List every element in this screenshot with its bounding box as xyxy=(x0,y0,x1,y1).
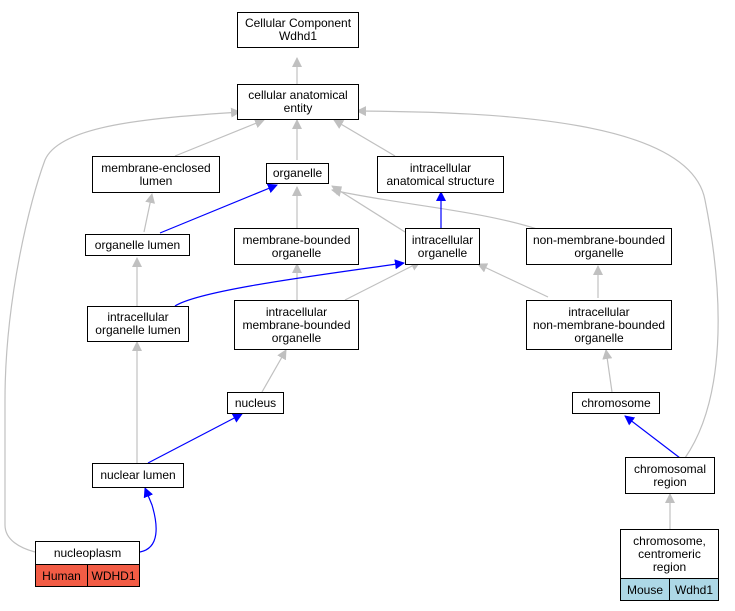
edge-nmbo-to-org xyxy=(331,187,541,231)
node-organelle[interactable]: organelle xyxy=(266,163,329,184)
edge-nucleoplasm-part-of-nl xyxy=(139,487,157,553)
node-organelle-lumen[interactable]: organelle lumen xyxy=(85,234,190,256)
title-line2: Wdhd1 xyxy=(278,29,318,43)
edge-chromosome-to-inmbo xyxy=(602,349,613,393)
edge-inmbo-to-io xyxy=(477,263,549,298)
centromeric-annotation: Mouse Wdhd1 xyxy=(620,578,719,601)
title-line1: Cellular Component xyxy=(244,16,352,30)
node-nuclear-lumen[interactable]: nuclear lumen xyxy=(92,463,184,488)
node-membrane-bounded-organelle[interactable]: membrane-bounded organelle xyxy=(234,228,359,265)
edge-imbo-to-io xyxy=(344,261,421,301)
node-non-membrane-bounded-organelle[interactable]: non-membrane-bounded organelle xyxy=(526,228,672,265)
node-cellular-anatomical-entity[interactable]: cellular anatomical entity xyxy=(237,84,359,120)
node-intracellular-non-membrane-bounded-organelle[interactable]: intracellular non-membrane-bounded organ… xyxy=(526,300,672,350)
node-chromosome-centromeric-region[interactable]: chromosome, centromeric region xyxy=(620,529,719,579)
edge-ol-to-mel xyxy=(143,193,156,233)
edge-iol-part-of-io xyxy=(174,259,405,307)
node-nucleus[interactable]: nucleus xyxy=(227,392,284,414)
species-tag-human[interactable]: Human xyxy=(42,568,81,583)
node-chromosome[interactable]: chromosome xyxy=(572,392,660,414)
edge-chrreg-part-of-chr xyxy=(624,415,681,459)
node-intracellular-organelle[interactable]: intracellular organelle xyxy=(405,228,480,265)
node-intracellular-organelle-lumen[interactable]: intracellular organelle lumen xyxy=(87,306,189,342)
edge-nl-part-of-nucleus xyxy=(147,413,243,464)
nucleoplasm-annotation: Human WDHD1 xyxy=(35,564,140,587)
node-nucleoplasm[interactable]: nucleoplasm xyxy=(35,541,140,565)
node-intracellular-anatomical-structure[interactable]: intracellular anatomical structure xyxy=(377,156,504,193)
edge-ol-part-of-org xyxy=(159,183,278,234)
species-tag-mouse[interactable]: Mouse xyxy=(626,582,664,597)
node-intracellular-membrane-bounded-organelle[interactable]: intracellular membrane-bounded organelle xyxy=(234,300,359,350)
edge-nucleus-to-imbo xyxy=(261,349,287,393)
node-cellular-component-wdhd1[interactable]: Cellular Component Wdhd1 xyxy=(237,12,359,48)
edge-chrreg-to-cae xyxy=(356,106,719,459)
edge-ias-to-cae xyxy=(333,119,396,157)
edge-io-to-org xyxy=(331,185,406,233)
gene-tag-wdhd1-mouse[interactable]: Wdhd1 xyxy=(669,579,718,600)
node-membrane-enclosed-lumen[interactable]: membrane-enclosed lumen xyxy=(92,156,220,193)
node-chromosomal-region[interactable]: chromosomal region xyxy=(625,457,715,494)
edge-nucleoplasm-to-cae xyxy=(4,107,241,553)
edge-mel-to-cae xyxy=(174,118,265,157)
gene-tag-wdhd1-human[interactable]: WDHD1 xyxy=(87,565,139,586)
